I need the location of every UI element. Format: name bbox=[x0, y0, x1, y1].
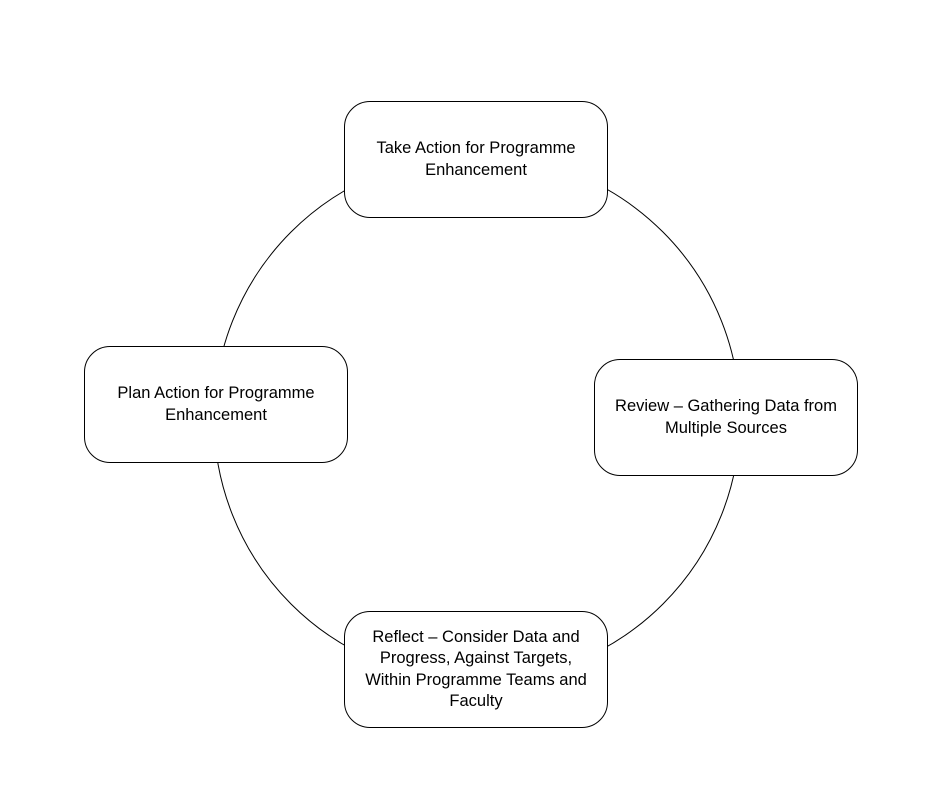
take-action-label-line: Enhancement bbox=[425, 160, 527, 179]
plan-label: Plan Action for Programme Enhancement bbox=[117, 383, 314, 426]
plan-box: Plan Action for Programme Enhancement bbox=[84, 346, 348, 463]
reflect-box: Reflect – Consider Data and Progress, Ag… bbox=[344, 611, 608, 728]
reflect-label-line: Faculty bbox=[449, 692, 503, 710]
take-action-label: Take Action for Programme Enhancement bbox=[377, 138, 576, 181]
reflect-label-line: Within Programme Teams and bbox=[365, 670, 587, 689]
plan-label-line: Enhancement bbox=[165, 405, 267, 424]
review-label-line: Review – Gathering Data from bbox=[615, 397, 837, 415]
reflect-label-line: Progress, Against Targets, bbox=[379, 649, 573, 667]
review-box: Review – Gathering Data from Multiple So… bbox=[594, 359, 858, 476]
reflect-label-line: Reflect – Consider Data and bbox=[372, 627, 580, 646]
reflect-label: Reflect – Consider Data and Progress, Ag… bbox=[365, 627, 587, 713]
take-action-label-line: Take Action for Programme bbox=[376, 139, 576, 157]
plan-label-line: Plan Action for Programme bbox=[117, 384, 315, 402]
review-label: Review – Gathering Data from Multiple So… bbox=[615, 396, 837, 439]
take-action-box: Take Action for Programme Enhancement bbox=[344, 101, 608, 218]
review-label-line: Multiple Sources bbox=[665, 418, 787, 437]
